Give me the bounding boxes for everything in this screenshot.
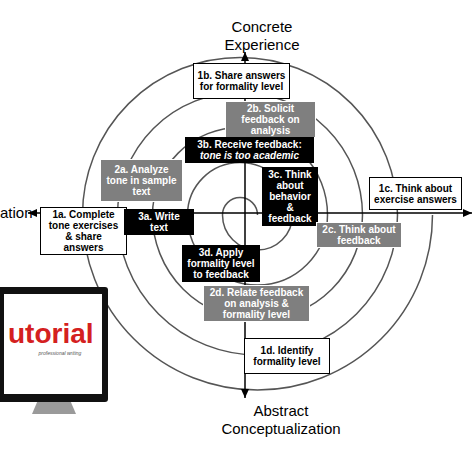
step-text: 3a. Write text xyxy=(128,211,190,233)
step-text: 3c. Think about behavior & feedback xyxy=(266,169,314,224)
white-step-box: 1c. Think about exercise answers xyxy=(369,177,462,210)
monitor-frame xyxy=(0,287,108,402)
logo-tagline: professional writing xyxy=(20,350,100,356)
gray-step-box: 2b. Solicit feedback on analysis xyxy=(225,101,316,138)
black-step-box: 3c. Think about behavior & feedback xyxy=(262,167,318,226)
logo-text: utorial xyxy=(8,318,102,350)
step-text: 1c. Think about exercise answers xyxy=(373,183,458,205)
black-step-box: 3b. Receive feedback:tone is too academi… xyxy=(185,137,314,163)
step-text: 1a. Complete tone exercises & share answ… xyxy=(44,209,123,253)
gray-step-box: 2d. Relate feedback on analysis & formal… xyxy=(203,285,310,322)
white-step-box: 1b. Share answers for formality level xyxy=(193,63,290,99)
white-step-box: 1a. Complete tone exercises & share answ… xyxy=(40,207,127,255)
step-text: tone is too academic xyxy=(200,150,299,161)
black-step-box: 3d. Apply formality level to feedback xyxy=(182,245,260,282)
monitor-stand xyxy=(32,400,76,414)
step-text: 2c. Think about feedback xyxy=(320,224,398,246)
step-text: 2a. Analyze tone in sample text xyxy=(104,164,179,197)
step-text: 3b. Receive feedback: xyxy=(197,139,302,150)
white-step-box: 1d. Identify formality level xyxy=(244,338,330,374)
step-text: 2d. Relate feedback on analysis & formal… xyxy=(207,287,306,320)
monitor-screen xyxy=(4,294,102,394)
step-text: 1d. Identify formality level xyxy=(248,345,326,367)
axis-label: Concrete Experience xyxy=(212,18,312,54)
axis-label: ation xyxy=(0,204,40,222)
gray-step-box: 2c. Think about feedback xyxy=(316,222,402,248)
axis-label: Abstract Conceptualization xyxy=(211,402,351,438)
step-text: 1b. Share answers for formality level xyxy=(197,70,286,92)
gray-step-box: 2a. Analyze tone in sample text xyxy=(100,159,183,202)
step-text: 2b. Solicit feedback on analysis xyxy=(229,103,312,136)
learning-spiral xyxy=(83,58,433,391)
black-step-box: 3a. Write text xyxy=(124,209,194,235)
step-text: 3d. Apply formality level to feedback xyxy=(186,247,256,280)
